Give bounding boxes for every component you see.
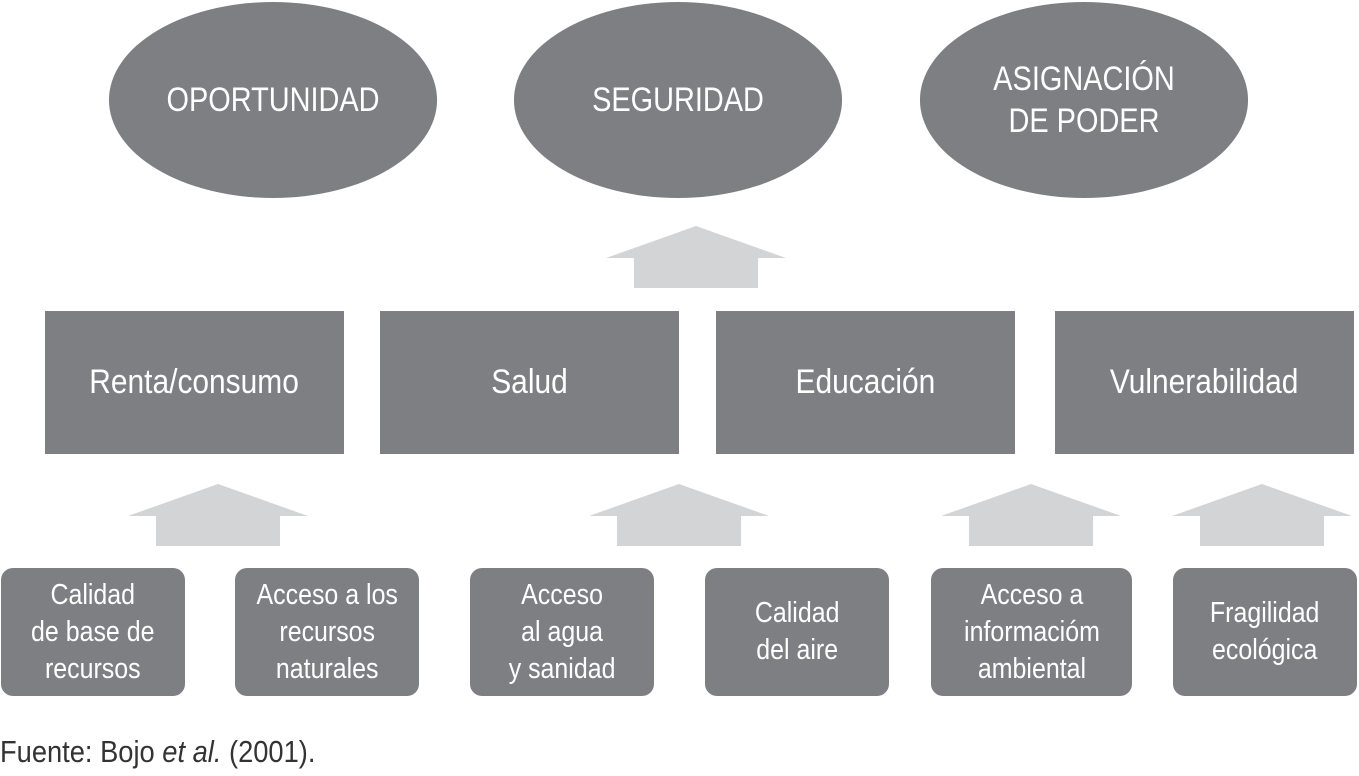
factor-calidad-aire: Calidad del aire [705, 568, 889, 696]
source-prefix: Fuente: Bojo [0, 734, 163, 769]
factor-label-line: al agua [521, 615, 603, 648]
dimension-salud: Salud [380, 311, 679, 454]
up-arrow-icon [941, 484, 1121, 546]
factor-label-line: y sanidad [508, 652, 616, 685]
factor-acceso-informacion-ambiental: Acceso a informacióm ambiental [931, 568, 1132, 696]
factor-label-line: del aire [756, 634, 838, 666]
up-arrow-icon [128, 484, 308, 546]
factor-acceso-agua-sanidad: Acceso al agua y sanidad [470, 568, 654, 696]
factor-label-line: informacióm [963, 615, 1100, 648]
up-arrow-icon [589, 484, 769, 546]
source-italic: et al. [162, 734, 222, 769]
factor-label-line: ecológica [1212, 634, 1318, 666]
outcome-seguridad: SEGURIDAD [513, 2, 843, 198]
up-arrow-icon [1172, 484, 1352, 546]
outcome-oportunidad: OPORTUNIDAD [108, 2, 438, 198]
factor-fragilidad-ecologica: Fragilidad ecológica [1173, 568, 1357, 696]
outcome-label: SEGURIDAD [592, 81, 764, 119]
source-caption: Fuente: Bojo et al. (2001). [0, 734, 315, 770]
dimension-educacion: Educación [716, 311, 1015, 454]
factor-label-line: Acceso a los [256, 578, 398, 611]
dimension-vulnerabilidad: Vulnerabilidad [1055, 311, 1354, 454]
factor-acceso-recursos-naturales: Acceso a los recursos naturales [235, 568, 419, 696]
outcome-label: OPORTUNIDAD [166, 81, 380, 119]
factor-label-line: ambiental [977, 652, 1086, 685]
outcome-label-line-1: ASIGNACIÓN [993, 60, 1175, 98]
factor-label-line: Calidad [754, 597, 840, 629]
factor-label-line: Calidad [50, 578, 136, 611]
factor-label-line: recursos [279, 615, 375, 648]
dimension-label: Vulnerabilidad [1110, 363, 1299, 401]
factor-label-line: Acceso [521, 578, 603, 611]
dimension-label: Educación [795, 363, 936, 401]
outcome-asignacion-de-poder: ASIGNACIÓN DE PODER [919, 2, 1249, 198]
dimension-label: Renta/consumo [89, 363, 300, 401]
outcome-label-line-2: DE PODER [1008, 102, 1160, 140]
factor-label-line: naturales [275, 652, 379, 685]
source-suffix: (2001). [221, 734, 316, 769]
factor-label-line: Acceso a [980, 578, 1083, 611]
dimension-label: Salud [491, 363, 568, 401]
dimension-renta-consumo: Renta/consumo [45, 311, 344, 454]
factor-label-line: recursos [45, 652, 141, 685]
factor-label-line: de base de [31, 615, 155, 648]
up-arrow-icon [606, 226, 786, 288]
factor-label-line: Fragilidad [1210, 597, 1320, 629]
factor-calidad-base-recursos: Calidad de base de recursos [1, 568, 185, 696]
